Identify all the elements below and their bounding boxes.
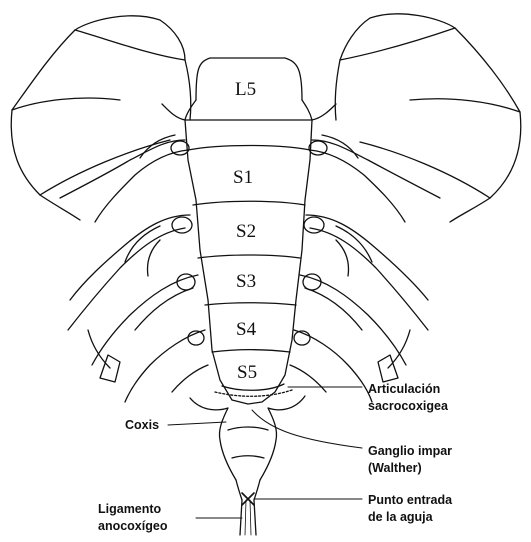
ganglio-label-line2: (Walther) — [368, 461, 422, 475]
right-sacral-nerves — [290, 135, 440, 402]
s4-label: S4 — [236, 319, 257, 340]
s3-label: S3 — [236, 271, 256, 292]
coccyx — [190, 396, 305, 500]
vertebra-labels: L5 S1 S2 S3 S4 S5 — [233, 79, 257, 383]
ligamento-label-line1: Ligamento — [98, 502, 162, 516]
coxis-label: Coxis — [125, 418, 159, 432]
left-sacral-nerves — [60, 135, 208, 402]
s2-label: S2 — [236, 221, 256, 242]
articulacion-label-line1: Articulación — [368, 382, 440, 396]
punto-label-line1: Punto entrada — [368, 493, 453, 507]
s5-label: S5 — [237, 362, 257, 383]
articulacion-label-line2: sacrocoxigea — [368, 399, 449, 413]
ligamento-label-line2: anocoxígeo — [98, 519, 168, 533]
s1-label: S1 — [233, 167, 253, 188]
punto-label-line2: de la aguja — [368, 510, 434, 524]
l5-label: L5 — [235, 79, 256, 100]
leader-lines — [168, 387, 362, 518]
annotation-labels: Articulación sacrocoxigea Coxis Ganglio … — [98, 382, 453, 533]
needle-entry-marker — [242, 493, 254, 505]
right-iliac-wing — [335, 14, 521, 222]
left-iliac-wing — [11, 16, 191, 220]
ganglio-label-line1: Ganglio impar — [368, 444, 452, 458]
